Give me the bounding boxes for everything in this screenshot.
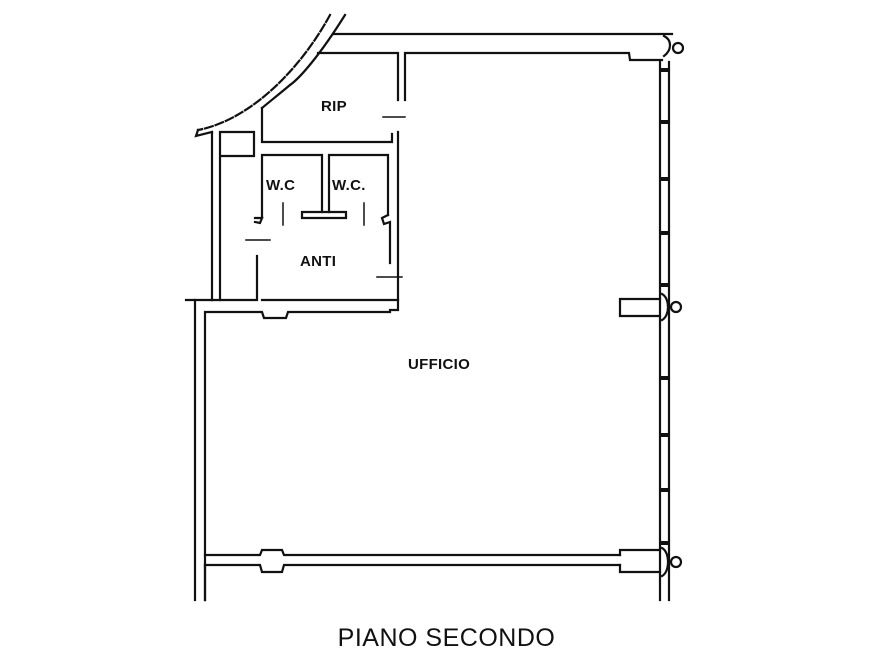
room-label-ufficio: UFFICIO	[408, 356, 471, 373]
wc-walls	[253, 153, 392, 265]
rip-room-walls	[260, 106, 406, 302]
room-label-wc-2: W.C.	[332, 177, 366, 194]
room-label-rip: RIP	[321, 98, 347, 115]
ufficio-walls	[184, 297, 662, 602]
curved-facade-wall	[194, 13, 347, 138]
right-window-wall	[658, 60, 683, 602]
room-label-wc-1: W.C	[266, 177, 296, 194]
room-label-anti: ANTI	[300, 253, 337, 270]
floor-title: PIANO SECONDO	[337, 624, 556, 652]
anti-walls	[210, 239, 403, 312]
top-wall	[316, 32, 685, 102]
left-shaft	[210, 130, 256, 302]
